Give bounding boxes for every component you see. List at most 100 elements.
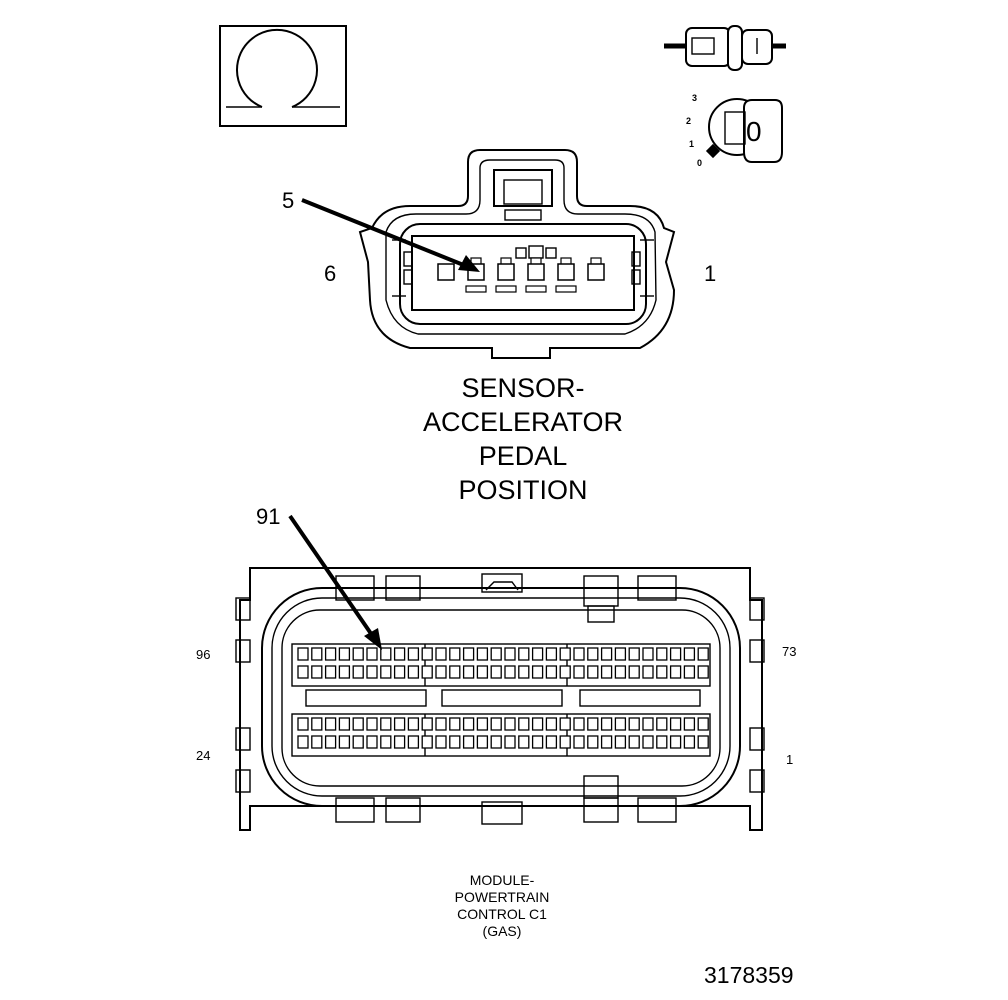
pcm-pin-cavity [338, 717, 351, 731]
pcm-pin-cavity [366, 665, 378, 679]
pcm-pin-cavity [352, 647, 364, 661]
pcm-pin-cavity [531, 647, 544, 661]
pcm-connector-shell [239, 567, 763, 831]
pcm-pin-cavity [490, 735, 502, 749]
pcm-pin-cavity [297, 665, 309, 679]
ohm-symbol-icon [219, 25, 347, 127]
pcm-pin-cavity [600, 735, 613, 749]
pcm-pin-cavity [435, 717, 447, 731]
pcm-pin-cavity [669, 735, 682, 749]
pcm-pin-cavity [393, 665, 406, 679]
pcm-pin-cavity [380, 735, 392, 749]
pcm-pin-cavity [324, 735, 337, 749]
pcm-pin-cavity [614, 735, 627, 749]
pcm-pin-cavity [587, 665, 599, 679]
sensor-title-line-3: PEDAL [478, 441, 568, 471]
pcm-pin-cavity [393, 717, 406, 731]
pcm-pin-cavity [518, 717, 530, 731]
pcm-pin-cavity [449, 717, 461, 731]
pcm-pin-cavity [669, 665, 682, 679]
pcm-pin-cavity [311, 717, 323, 731]
pcm-pin-cavity [338, 735, 351, 749]
pcm-pin-cavity [531, 717, 544, 731]
sensor-pin-cavity [495, 257, 517, 293]
pcm-pin-cavity [573, 717, 585, 731]
pcm-pin-cavity [642, 647, 654, 661]
pcm-pin-cavity [628, 665, 640, 679]
pcm-pin-cavity [352, 717, 364, 731]
pcm-pin-cavity [504, 717, 516, 731]
pcm-pin-cavity [587, 647, 599, 661]
pcm-connector-title: MODULE- POWERTRAIN CONTROL C1 (GAS) [430, 872, 574, 940]
pcm-pin-cavity [421, 647, 433, 661]
pcm-pin-cavity [559, 647, 571, 661]
pcm-pin-cavity [518, 647, 530, 661]
pcm-pin-cavity [449, 665, 461, 679]
pcm-pin-cavity [338, 665, 351, 679]
pcm-pin-cavity [697, 647, 709, 661]
pcm-pin-cavity [573, 647, 585, 661]
pcm-title-line-1: MODULE- [469, 872, 535, 888]
ignition-key-icon [705, 98, 783, 163]
sensor-pin-cavities [437, 257, 605, 293]
connector-unplug-icon [664, 25, 786, 71]
pcm-title-line-4: (GAS) [482, 923, 522, 939]
pcm-pin-cavity [614, 647, 627, 661]
pcm-pin-cavity [642, 735, 654, 749]
pcm-pin-cavity [338, 647, 351, 661]
pcm-pin-cavity [628, 717, 640, 731]
pcm-pin-cavity [545, 717, 558, 731]
pcm-pin-cavity [656, 665, 668, 679]
pcm-pin-cavity [393, 647, 406, 661]
pcm-pin-cavity [490, 665, 502, 679]
pcm-pin-cavity [393, 735, 406, 749]
pcm-pin-cavity [462, 735, 475, 749]
sensor-title-line-2: ACCELERATOR [422, 407, 624, 437]
sensor-pin-1-label: 1 [704, 261, 717, 286]
sensor-pin-cavity [587, 257, 605, 281]
pcm-pin-cavity [476, 735, 489, 749]
pcm-pin-cavity [407, 647, 420, 661]
pcm-pin-cavity [449, 735, 461, 749]
ignition-position-0: 0 [697, 158, 703, 168]
pcm-pin-1-label: 1 [786, 752, 794, 767]
sensor-title-line-4: POSITION [458, 475, 588, 505]
pcm-connector [235, 514, 765, 831]
pcm-pin-cavity [559, 665, 571, 679]
pcm-pin-cavity [600, 717, 613, 731]
figure-number: 3178359 [704, 962, 794, 988]
pcm-pin-cavity [587, 735, 599, 749]
pcm-pin-cavity [407, 717, 420, 731]
pcm-pin-cavity [297, 647, 309, 661]
pcm-pin-cavity [642, 665, 654, 679]
pcm-pin-cavity [656, 735, 668, 749]
sensor-pin-6-label: 6 [324, 261, 337, 286]
pcm-pin-cavity [683, 717, 696, 731]
pcm-pin-cavity [311, 735, 323, 749]
pcm-pin-cavity [504, 647, 516, 661]
pcm-pin-cavity [600, 665, 613, 679]
pcm-pin-cavity [518, 735, 530, 749]
pcm-pin-cavity [573, 735, 585, 749]
pcm-pin-cavity [462, 717, 475, 731]
pcm-pin-cavity [697, 717, 709, 731]
sensor-pin-cavity [525, 257, 547, 293]
pcm-pin-cavity [545, 665, 558, 679]
pcm-pin-cavity [435, 735, 447, 749]
sensor-connector-shell [358, 149, 676, 359]
pcm-pin-cavity [490, 717, 502, 731]
pcm-pin-cavity [587, 717, 599, 731]
pcm-pin-cavity [490, 647, 502, 661]
pcm-pin-cavity [669, 717, 682, 731]
pcm-pin-cavity [559, 735, 571, 749]
ignition-key-label: 0 [746, 116, 762, 147]
pcm-pin-cavity [476, 665, 489, 679]
pcm-pin-cavity [614, 665, 627, 679]
pcm-title-line-3: CONTROL C1 [457, 906, 547, 922]
pcm-pin-cavity [324, 647, 337, 661]
callout-arrow-pin-91 [288, 514, 376, 640]
pcm-pin-cavity [380, 647, 392, 661]
sensor-pin-cavity [437, 263, 455, 281]
pcm-callout-pin-91: 91 [256, 504, 281, 529]
sensor-callout-pin-5: 5 [282, 188, 295, 213]
